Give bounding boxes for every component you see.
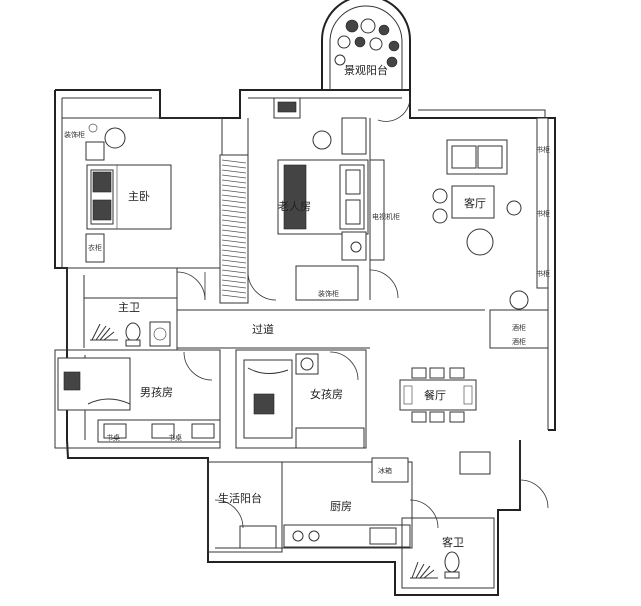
- decor-cabinet: [295, 265, 359, 301]
- wardrobe-hanger: [221, 259, 247, 264]
- cabinet-label: 衣柜: [88, 243, 102, 252]
- decor-cabinet-label: 装饰柜: [318, 289, 339, 298]
- room-label-guest-bath: 客卫: [442, 535, 464, 549]
- room-label-master-bath: 主卫: [118, 301, 140, 314]
- ceiling-light-icon: [509, 290, 529, 310]
- plant-cluster: [334, 18, 400, 68]
- room-label-balcony-view: 景观阳台: [344, 63, 388, 77]
- kitchen: 冰箱 厨房: [281, 457, 413, 549]
- wardrobe-hanger: [221, 209, 247, 214]
- service-balcony: 生活阳台: [207, 461, 283, 553]
- wardrobe-hanger: [221, 229, 247, 234]
- girls-room: 女孩房: [235, 349, 367, 449]
- wardrobe-hanger: [221, 184, 247, 189]
- wardrobe-hanger: [221, 269, 247, 274]
- room-label-elder-room: 老人房: [278, 200, 311, 213]
- ceiling-light-icon: [104, 127, 126, 149]
- wardrobe-hanger: [221, 264, 247, 269]
- wardrobe-hanger: [221, 159, 247, 164]
- wardrobe-hanger: [221, 294, 247, 299]
- desk-label: 书桌: [168, 433, 182, 442]
- dining-table: [399, 379, 477, 411]
- wardrobe-hanger: [221, 174, 247, 179]
- coffee-table: [451, 185, 495, 219]
- master-bedroom: 装饰柜 衣柜 主卧: [61, 117, 223, 269]
- wardrobe-hanger: [221, 244, 247, 249]
- room-label-corridor: 过道: [252, 322, 274, 336]
- sink-icon: [149, 321, 171, 347]
- room-label-girls-room: 女孩房: [310, 387, 343, 401]
- decor-cabinet-label: 装饰柜: [64, 130, 85, 139]
- cabinet-label: 书柜: [536, 145, 550, 154]
- wardrobe-hanger: [221, 214, 247, 219]
- doors: [176, 95, 549, 529]
- cabinet-label: 酒柜: [512, 337, 526, 346]
- balcony-view: 景观阳台: [321, 0, 411, 90]
- shower-icon: [410, 561, 438, 579]
- boys-room: 书桌 书桌 男孩房: [54, 349, 221, 449]
- wardrobe-hanger: [221, 219, 247, 224]
- room-label-boys-room: 男孩房: [140, 386, 173, 399]
- room-label-dining-room: 餐厅: [424, 388, 446, 402]
- tv-cabinet-label: 电视机柜: [372, 212, 400, 221]
- dining-room: 餐厅: [399, 367, 477, 423]
- wardrobe-hanger: [221, 164, 247, 169]
- elder-room: 装饰柜 老人房 电视机柜: [247, 97, 400, 301]
- stove-icon: [308, 530, 320, 542]
- sink-icon: [369, 527, 397, 545]
- desk-label: 书桌: [106, 433, 120, 442]
- cabinet-label: 酒柜: [512, 323, 526, 332]
- nightstand: [85, 141, 105, 161]
- armchair: [466, 228, 494, 256]
- room-label-kitchen: 厨房: [330, 500, 352, 513]
- living-room: 书柜 书柜 书柜 酒柜 酒柜 客厅: [432, 117, 550, 349]
- wardrobe-hanger: [221, 239, 247, 244]
- toilet-icon: [444, 551, 460, 573]
- cabinet-label: 书柜: [536, 269, 550, 278]
- wardrobe-hanger: [221, 274, 247, 279]
- nightstand: [85, 233, 105, 263]
- wardrobe-hanger: [221, 254, 247, 259]
- guest-bath: 客卫: [401, 451, 495, 589]
- cabinet-label: 书柜: [536, 209, 550, 218]
- wardrobe-hanger: [221, 234, 247, 239]
- wardrobe-hanger: [221, 284, 247, 289]
- wardrobe-hanger: [221, 189, 247, 194]
- wardrobe-hanger: [221, 249, 247, 254]
- wardrobe-hanger: [221, 289, 247, 294]
- fridge-label: 冰箱: [378, 466, 392, 475]
- wardrobe-hanger: [221, 179, 247, 184]
- room-label-service-balcony: 生活阳台: [218, 491, 262, 505]
- wardrobe-hanger: [221, 279, 247, 284]
- shower-icon: [90, 323, 118, 341]
- master-bath: 主卫: [66, 267, 178, 351]
- stove-icon: [292, 530, 304, 542]
- ceiling-light-icon: [312, 130, 332, 150]
- wardrobe-hanger: [221, 199, 247, 204]
- wardrobe-hanger: [221, 204, 247, 209]
- room-label-living-room: 客厅: [464, 196, 486, 210]
- corridor: 过道: [177, 309, 485, 349]
- toilet-icon: [125, 322, 141, 342]
- room-label-master-bedroom: 主卧: [128, 190, 150, 203]
- wardrobe-hanger: [221, 169, 247, 174]
- fridge: [371, 457, 409, 483]
- wardrobe-hanger: [221, 224, 247, 229]
- tv-cabinet: [369, 159, 385, 261]
- wardrobe: [295, 427, 365, 449]
- wardrobe-master: [219, 154, 249, 304]
- wardrobe-hanger: [221, 194, 247, 199]
